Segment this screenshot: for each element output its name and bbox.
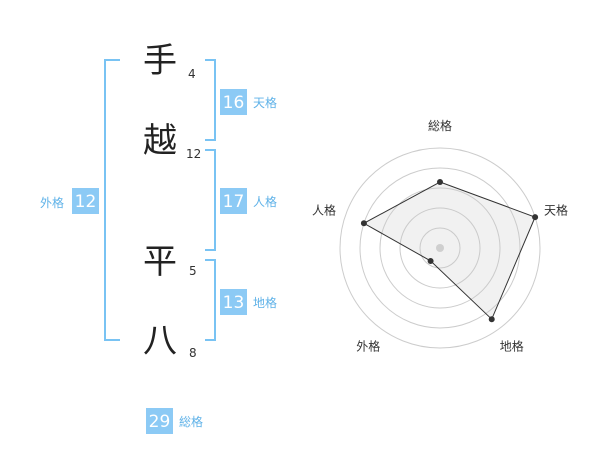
soukaku-badge-box [146,408,173,434]
radar-ring-5 [339,147,541,349]
soukaku-badge: 29 総格 [146,408,203,434]
gaikaku-badge-box [72,188,99,214]
radar-point-3 [488,316,495,323]
tenkaku-bracket [205,59,216,141]
brackets [104,59,216,341]
radar-ring-1 [419,227,461,269]
radar-point-4 [427,257,434,264]
radar-point-1 [437,179,443,185]
name-char-4: 八 [143,321,177,361]
stroke-count-2: 12 [186,147,201,161]
radar-axis-label-5: 人格 [312,202,336,217]
gaikaku-badge: 外格 12 [40,188,99,214]
jinkaku-label: 人格 [253,194,277,209]
chikaku-badge-box [220,289,247,315]
tenkaku-badge: 16 天格 [220,89,277,115]
radar-axis-label-4: 外格 [356,339,380,354]
chikaku-label: 地格 [253,295,277,310]
stroke-count-3: 5 [189,264,197,278]
jinkaku-bracket [205,149,216,251]
jinkaku-badge: 17 人格 [220,188,277,214]
name-char-2: 越 [143,121,177,161]
stroke-count-1: 4 [188,67,196,81]
radar-axis-label-3: 地格 [500,339,524,354]
jinkaku-badge-box [220,188,247,214]
radar-axis-label-2: 天格 [544,202,568,217]
radar-center-dot [436,244,444,252]
radar-grid [339,147,541,349]
gaikaku-value: 12 [75,192,97,212]
name-char-1: 手 [143,41,177,81]
chikaku-value: 13 [223,293,245,313]
jinkaku-value: 17 [223,192,245,212]
radar-series-polygon [362,181,536,321]
radar-point-5 [360,220,367,227]
stroke-count-4: 8 [189,346,197,360]
gaikaku-bracket [104,59,120,341]
gaikaku-label: 外格 [40,195,64,210]
tenkaku-label: 天格 [253,95,277,110]
soukaku-label: 総格 [179,414,203,429]
soukaku-value: 29 [149,412,171,432]
radar-point-2 [532,214,539,221]
radar-ring-2 [399,207,481,289]
radar-axis-label-1: 総格 [428,118,452,133]
name-characters: 手 4 越 12 平 5 八 8 [143,41,201,361]
chikaku-badge: 13 地格 [220,289,277,315]
name-char-3: 平 [143,242,177,282]
tenkaku-badge-box [220,89,247,115]
chikaku-bracket [205,259,216,341]
radar-series-points [360,179,539,323]
radar-ring-3 [379,187,501,309]
radar-ring-4 [359,167,521,329]
tenkaku-value: 16 [223,93,245,113]
